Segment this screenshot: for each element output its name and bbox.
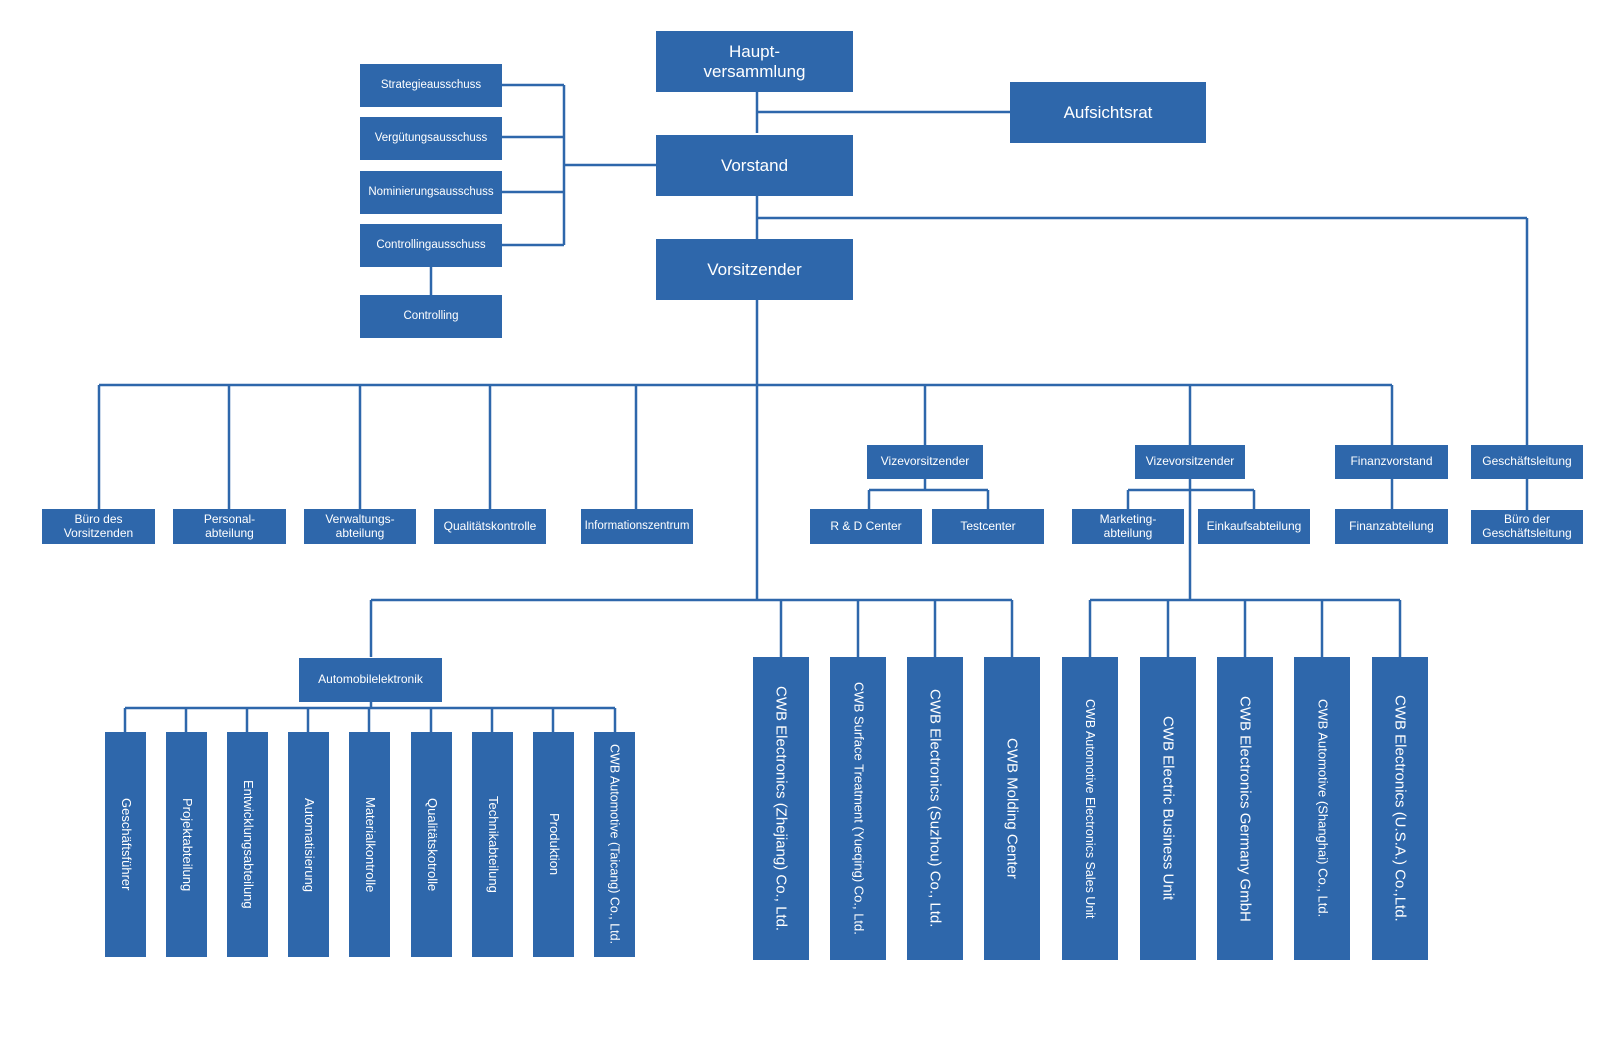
nominierungsausschuss-label: Nominierungsausschuss xyxy=(368,185,494,198)
subsidiary-label: CWB Electronics (U.S.A.) Co.,Ltd. xyxy=(1391,695,1409,922)
verwaltungsabteilung-box: Verwaltungs- abteilung xyxy=(304,509,416,544)
verguetungsausschuss-box: Vergütungsausschuss xyxy=(360,117,502,160)
automobilelektronik-label: Automobilelektronik xyxy=(318,672,423,687)
marketingabteilung-label: Marketing- abteilung xyxy=(1099,511,1157,540)
strategieausschuss-label: Strategieausschuss xyxy=(380,78,482,91)
subsidiary-cwb-germany: CWB Electronics Germany GmbH xyxy=(1217,657,1273,960)
automotive-unit-automatisierung: Automatisierung xyxy=(288,732,329,957)
vorstand-label: Vorstand xyxy=(720,155,789,175)
controlling-label: Controlling xyxy=(403,309,459,322)
nominierungsausschuss-box: Nominierungsausschuss xyxy=(360,171,502,214)
vizevorsitzender-2-label: Vizevorsitzender xyxy=(1145,454,1235,469)
hauptversammlung-label: Haupt- versammlung xyxy=(703,41,806,81)
automotive-unit-label: Projektabteilung xyxy=(179,797,195,892)
finanzabteilung-label: Finanzabteilung xyxy=(1349,518,1434,533)
testcenter-box: Testcenter xyxy=(932,509,1044,544)
controllingausschuss-label: Controllingausschuss xyxy=(376,238,486,251)
personalabteilung-label: Personal- abteilung xyxy=(203,511,256,540)
vorsitzender-label: Vorsitzender xyxy=(707,259,802,279)
subsidiary-label: CWB Molding Center xyxy=(1003,738,1021,879)
rd-center-box: R & D Center xyxy=(810,509,922,544)
testcenter-label: Testcenter xyxy=(960,518,1016,533)
subsidiary-cwb-usa: CWB Electronics (U.S.A.) Co.,Ltd. xyxy=(1372,657,1428,960)
personalabteilung-box: Personal- abteilung xyxy=(173,509,286,544)
subsidiary-cwb-molding-center: CWB Molding Center xyxy=(984,657,1040,960)
automobilelektronik-box: Automobilelektronik xyxy=(299,658,442,702)
vizevorsitzender-2-box: Vizevorsitzender xyxy=(1135,445,1245,479)
einkaufsabteilung-label: Einkaufsabteilung xyxy=(1206,518,1302,533)
strategieausschuss-box: Strategieausschuss xyxy=(360,64,502,107)
automotive-unit-label: Materialkontrolle xyxy=(362,796,378,893)
subsidiary-label: CWB Electronics (Suzhou) Co., Ltd. xyxy=(926,689,944,928)
finanzabteilung-box: Finanzabteilung xyxy=(1335,509,1448,544)
subsidiary-cwb-zhejiang: CWB Electronics (Zhejiang) Co., Ltd. xyxy=(753,657,809,960)
hauptversammlung-box: Haupt- versammlung xyxy=(656,31,853,92)
vorstand-box: Vorstand xyxy=(656,135,853,196)
automotive-unit-qualitaetskotrolle: Qualitätskotrolle xyxy=(411,732,452,957)
subsidiary-cwb-automotive-sales-unit: CWB Automotive Electronics Sales Unit xyxy=(1062,657,1118,960)
automotive-unit-label: Produktion xyxy=(546,813,562,876)
verwaltungsabteilung-label: Verwaltungs- abteilung xyxy=(325,511,395,540)
automotive-unit-label: Entwicklungsabteilung xyxy=(240,780,256,909)
buero-des-vorsitzenden-box: Büro des Vorsitzenden xyxy=(42,509,155,544)
automotive-unit-label: CWB Automotive (Taicang) Co., Ltd. xyxy=(607,744,622,945)
subsidiary-label: CWB Surface Treatment (Yueqing) Co., Ltd… xyxy=(851,682,867,935)
automotive-unit-geschaeftsfuehrer: Geschäftsführer xyxy=(105,732,146,957)
controlling-box: Controlling xyxy=(360,295,502,338)
rd-center-label: R & D Center xyxy=(830,518,902,533)
informationszentrum-box: Informationszentrum xyxy=(581,509,693,544)
geschaeftsleitung-label: Geschäftsleitung xyxy=(1482,454,1572,469)
subsidiary-cwb-yueqing: CWB Surface Treatment (Yueqing) Co., Ltd… xyxy=(830,657,886,960)
vizevorsitzender-1-box: Vizevorsitzender xyxy=(867,445,983,479)
qualitaetskontrolle-label: Qualitätskontrolle xyxy=(443,518,537,533)
finanzvorstand-box: Finanzvorstand xyxy=(1335,445,1448,479)
buero-der-geschaeftsleitung-box: Büro der Geschäftsleitung xyxy=(1471,510,1583,544)
vizevorsitzender-1-label: Vizevorsitzender xyxy=(880,454,970,469)
automotive-unit-technikabteilung: Technikabteilung xyxy=(472,732,513,957)
subsidiary-label: CWB Electronics Germany GmbH xyxy=(1236,695,1254,922)
qualitaetskontrolle-box: Qualitätskontrolle xyxy=(434,509,546,544)
marketingabteilung-box: Marketing- abteilung xyxy=(1072,509,1184,544)
aufsichtsrat-box: Aufsichtsrat xyxy=(1010,82,1206,143)
automotive-unit-label: Automatisierung xyxy=(301,797,317,892)
automotive-unit-label: Technikabteilung xyxy=(485,796,501,893)
subsidiary-cwb-shanghai: CWB Automotive (Shanghai) Co., Ltd. xyxy=(1294,657,1350,960)
automotive-unit-entwicklungsabteilung: Entwicklungsabteilung xyxy=(227,732,268,957)
automotive-unit-materialkontrolle: Materialkontrolle xyxy=(349,732,390,957)
automotive-unit-produktion: Produktion xyxy=(533,732,574,957)
buero-der-geschaeftsleitung-label: Büro der Geschäftsleitung xyxy=(1482,512,1572,540)
controllingausschuss-box: Controllingausschuss xyxy=(360,224,502,267)
informationszentrum-label: Informationszentrum xyxy=(584,519,690,532)
automotive-unit-label: Qualitätskotrolle xyxy=(424,797,440,892)
aufsichtsrat-label: Aufsichtsrat xyxy=(1063,102,1153,122)
einkaufsabteilung-box: Einkaufsabteilung xyxy=(1198,509,1310,544)
subsidiary-label: CWB Automotive (Shanghai) Co., Ltd. xyxy=(1315,699,1331,918)
subsidiary-cwb-electric-business-unit: CWB Electric Business Unit xyxy=(1140,657,1196,960)
subsidiary-label: CWB Electric Business Unit xyxy=(1159,716,1177,901)
buero-des-vorsitzenden-label: Büro des Vorsitzenden xyxy=(63,511,134,540)
subsidiary-cwb-suzhou: CWB Electronics (Suzhou) Co., Ltd. xyxy=(907,657,963,960)
automotive-unit-cwb-taicang: CWB Automotive (Taicang) Co., Ltd. xyxy=(594,732,635,957)
automotive-unit-label: Geschäftsführer xyxy=(118,798,134,891)
verguetungsausschuss-label: Vergütungsausschuss xyxy=(374,131,488,144)
subsidiary-label: CWB Automotive Electronics Sales Unit xyxy=(1083,698,1098,919)
vorsitzender-box: Vorsitzender xyxy=(656,239,853,300)
geschaeftsleitung-box: Geschäftsleitung xyxy=(1471,445,1583,479)
automotive-unit-projektabteilung: Projektabteilung xyxy=(166,732,207,957)
subsidiary-label: CWB Electronics (Zhejiang) Co., Ltd. xyxy=(772,685,790,932)
finanzvorstand-label: Finanzvorstand xyxy=(1350,454,1433,469)
